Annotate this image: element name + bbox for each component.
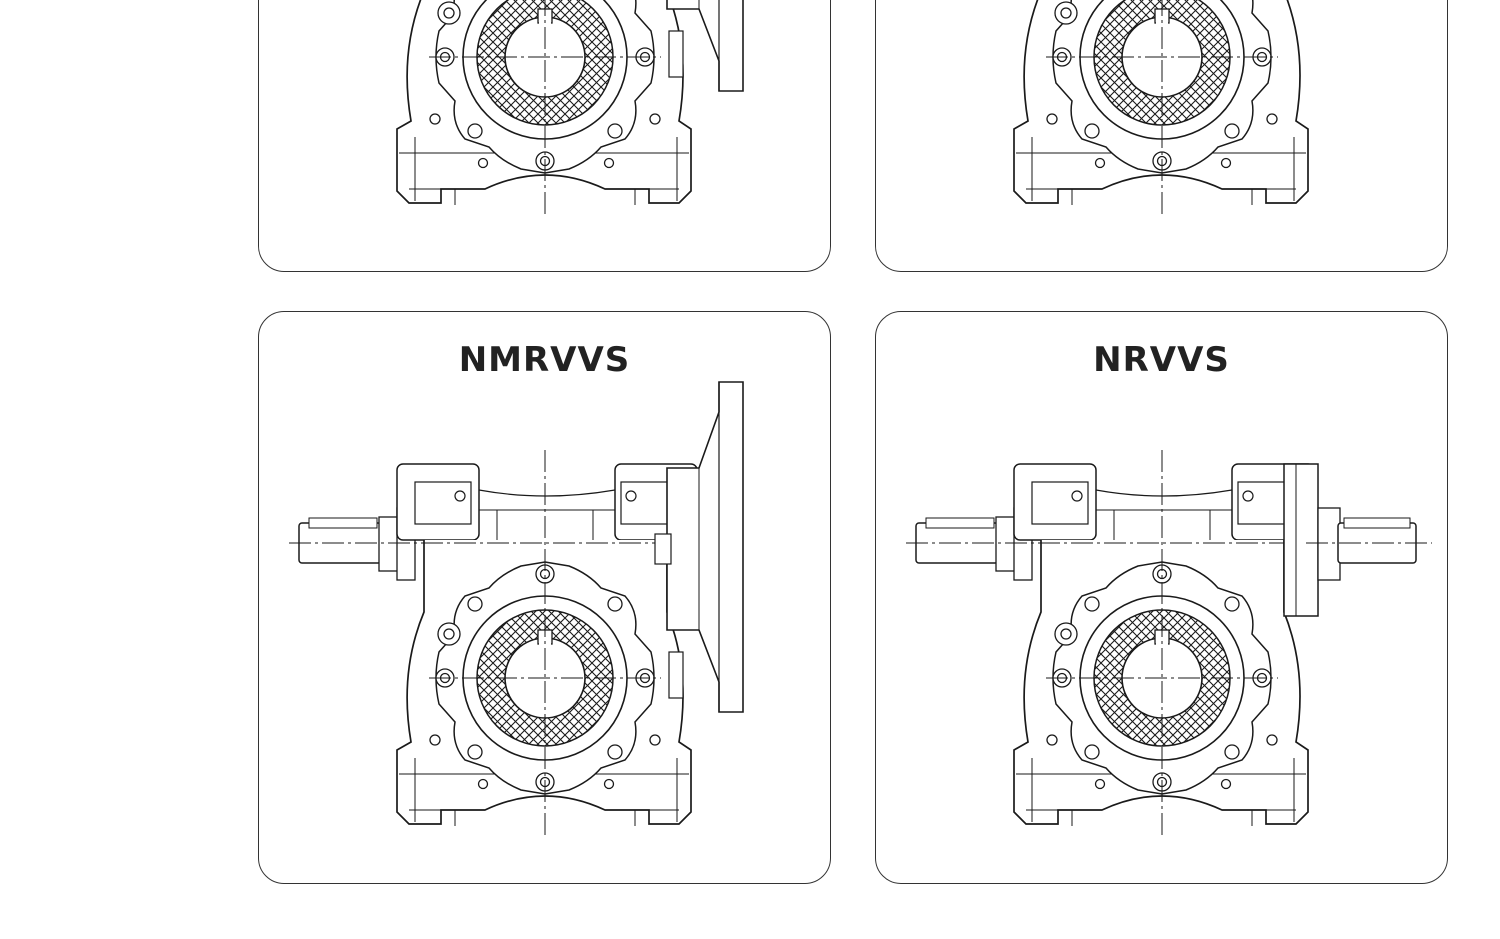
gearbox-drawing-with-motor-flange <box>288 0 744 216</box>
product-card-nmrvvs-top <box>258 0 831 272</box>
product-card-nrvvs: NRVVS <box>875 311 1448 884</box>
card-title: NMRVVS <box>458 340 631 380</box>
gearbox-drawing-with-output-shaft <box>905 0 1357 216</box>
product-card-nmrvvs: NMRVVS <box>258 311 831 884</box>
card-title: NRVVS <box>1093 340 1230 380</box>
product-card-nrvvs-top <box>875 0 1448 272</box>
gearbox-drawing-with-output-shaft <box>905 449 1433 837</box>
gearbox-drawing-with-motor-flange <box>288 381 744 837</box>
